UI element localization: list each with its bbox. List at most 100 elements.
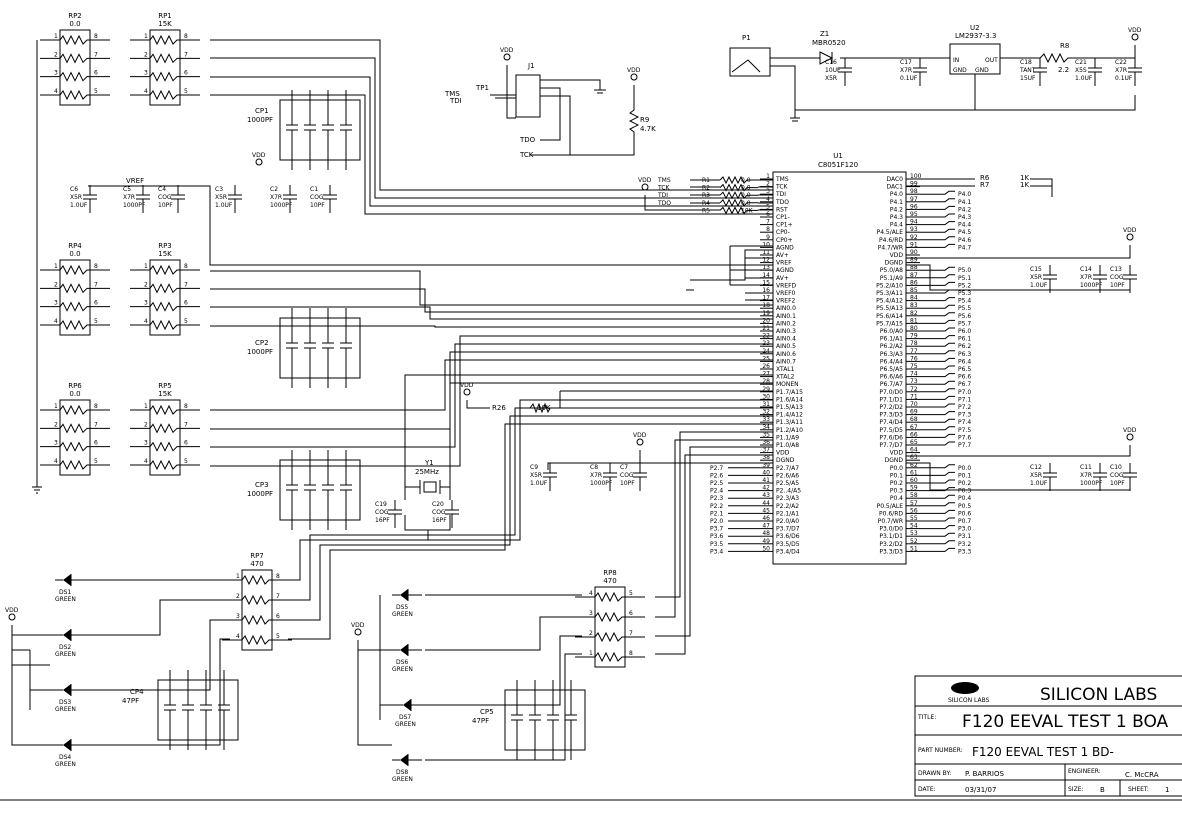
net-label: P4.4 <box>958 222 971 229</box>
pin-number: 2 <box>144 421 148 428</box>
pin-number: 30 <box>762 393 770 400</box>
pin-number: 43 <box>762 492 770 499</box>
net-label: P5.0 <box>958 267 971 274</box>
pack-element <box>40 283 110 294</box>
jtag-net: TDO <box>657 200 671 207</box>
pin-number: 85 <box>910 287 918 294</box>
led-ref: DS2 <box>59 644 71 651</box>
pin-number: 32 <box>762 409 770 416</box>
pin-name: P1.3/A11 <box>776 419 803 426</box>
net-stub <box>920 319 955 324</box>
pin-number: 7 <box>184 51 188 58</box>
capacitor-pack <box>279 99 361 161</box>
cap-type: X7R <box>900 67 912 74</box>
silicon-labs-logo-icon <box>951 682 979 694</box>
pack-value: 0.0 <box>69 20 80 28</box>
vdd-symbol-icon <box>1126 433 1134 441</box>
pin-number: 90 <box>910 249 918 256</box>
pin-number: 72 <box>910 386 918 393</box>
vdd-symbol-icon <box>255 158 263 166</box>
pin-number: 4 <box>144 88 148 95</box>
pin-number: 81 <box>910 317 918 324</box>
resistor-value: 0.0 <box>741 177 751 184</box>
cap-value: X5R <box>825 75 837 82</box>
pin-number: 3 <box>54 300 58 307</box>
led-ref: DS6 <box>396 659 408 666</box>
pin-number: 11 <box>762 249 770 256</box>
title-value: F120 EEVAL TEST 1 BOA <box>962 712 1169 732</box>
pin-number: 19 <box>762 310 770 317</box>
pin-name: P4.5/ALE <box>877 229 904 236</box>
vdd-label: VDD <box>460 382 474 389</box>
leds: DS1GREENDS2GREENDS3GREENDS4GREENDS5GREEN… <box>55 574 425 783</box>
pin-number: 9 <box>766 234 770 241</box>
pin-name: P0.3 <box>890 488 903 495</box>
pack-element <box>575 611 645 623</box>
pack-element <box>130 71 200 82</box>
cap-value: 1.0UF <box>1030 282 1048 289</box>
net-label: P4.6 <box>958 237 971 244</box>
cap-ref: C9 <box>530 464 538 471</box>
pin-number: 2 <box>54 421 58 428</box>
r26 <box>529 391 561 414</box>
net-label: P5.2 <box>958 282 971 289</box>
pack-ref: RP3 <box>158 242 172 250</box>
capacitor-packs: CP11000PFCP21000PFCP31000PFCP447PFCP547P… <box>122 90 586 760</box>
pack-element <box>222 594 292 606</box>
pack-ref: RP6 <box>68 382 82 390</box>
pin-number: 68 <box>910 416 918 423</box>
pin-number: 4 <box>54 88 58 95</box>
cap-ref: C21 <box>1075 59 1087 66</box>
cap-value: 1000PF <box>123 202 146 209</box>
led-ref: DS8 <box>396 769 408 776</box>
pack-ref: RP5 <box>158 382 172 390</box>
net-label: P5.7 <box>958 320 971 327</box>
cap-pack-ref: CP4 <box>130 688 144 696</box>
net-label: P2.3 <box>710 495 723 502</box>
pack-value: 0.0 <box>69 390 80 398</box>
vdd-symbol-icon <box>463 388 471 396</box>
net-stub <box>920 540 955 545</box>
pin-number: 5 <box>94 458 98 465</box>
pack-element <box>575 651 645 663</box>
net-stub <box>920 547 955 552</box>
pin-name: TDI <box>775 191 786 198</box>
pin-number: 82 <box>910 310 918 317</box>
pin-number: 2 <box>766 181 770 188</box>
pack-element <box>222 574 292 586</box>
pin-number: 51 <box>910 545 918 552</box>
pin-number: 66 <box>910 431 918 438</box>
pin-number: 61 <box>910 469 918 476</box>
pin-number: 3 <box>144 70 148 77</box>
pin-number: 93 <box>910 226 918 233</box>
net-label: P2.0 <box>710 518 723 525</box>
led-symbol-icon <box>400 644 408 656</box>
net-stub <box>920 517 955 522</box>
net-stub <box>920 236 955 241</box>
pin-name: P2..4/A5 <box>776 488 801 495</box>
pin-name: AV+ <box>776 252 789 259</box>
pin-number: 59 <box>910 485 918 492</box>
pin-name: P7.6/D6 <box>879 434 903 441</box>
pin-number: 57 <box>910 500 918 507</box>
pack-ref: RP1 <box>158 12 172 20</box>
pin-number: 8 <box>94 403 98 410</box>
pack-element <box>575 591 645 603</box>
pin-name: P0.4 <box>890 495 903 502</box>
net-label: P3.5 <box>710 541 723 548</box>
pin-name: P6.3/A3 <box>880 351 903 358</box>
pin-name: CP1+ <box>776 222 793 229</box>
led-symbol-icon <box>403 699 411 711</box>
net-stub <box>920 395 955 400</box>
net-stub <box>920 532 955 537</box>
pack-element <box>222 634 292 646</box>
resistor-ref: R4 <box>702 200 710 207</box>
pin-name: P6.2/A2 <box>880 343 903 350</box>
crystal-y1 <box>404 480 451 540</box>
drawn-value: P. BARRIOS <box>965 770 1004 778</box>
net-label: P4.1 <box>958 199 971 206</box>
net-stub <box>920 479 955 484</box>
pin-number: 36 <box>762 439 770 446</box>
cap-value: 1000PF <box>590 480 613 487</box>
pin-number: 3 <box>144 440 148 447</box>
